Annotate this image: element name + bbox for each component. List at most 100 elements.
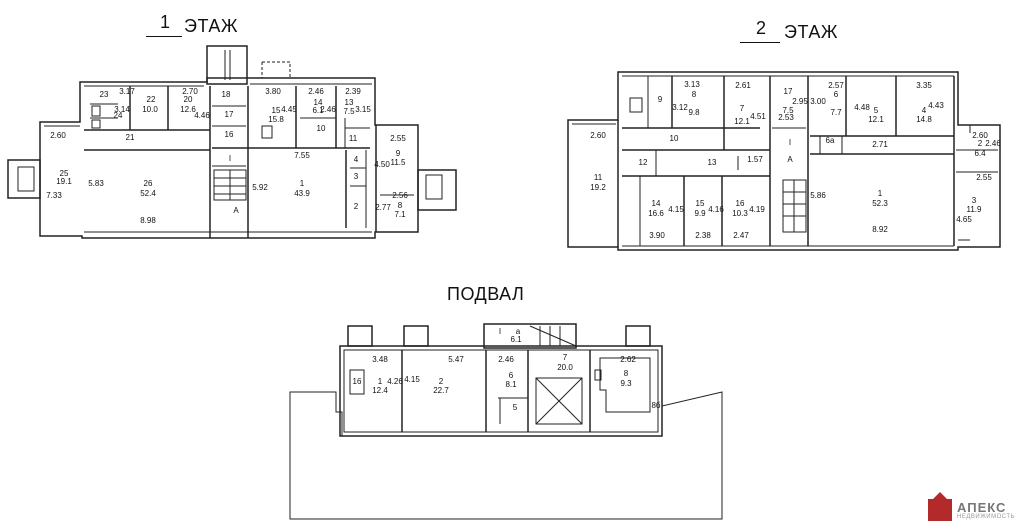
floor1-label: 19.1: [56, 177, 72, 186]
basement-label: 4.26: [387, 377, 403, 386]
floor1-label: 25: [60, 169, 69, 178]
floor1-number: 1: [160, 12, 171, 32]
floor2-label: 8.92: [872, 225, 888, 234]
floor2-label: 8: [692, 90, 697, 99]
floor1-label: 8: [398, 201, 403, 210]
floor2-label: 12.1: [734, 117, 750, 126]
floor2-label: 2.60: [590, 131, 606, 140]
floor2-label: 52.3: [872, 199, 888, 208]
floor1-label: 11: [349, 134, 358, 143]
floor1-label: 4.45: [281, 105, 297, 114]
floor1-plan: [7, 45, 457, 239]
floor2-label: 4.51: [750, 112, 766, 121]
floor1-label: 2.60: [50, 131, 66, 140]
floor2-label: 3: [972, 196, 977, 205]
floor1-label: 18: [222, 90, 231, 99]
floor2-label: I: [789, 138, 791, 147]
floor2-label: 11: [594, 173, 603, 182]
floor2-label: 10: [670, 134, 679, 143]
floor2-label: 19.2: [590, 183, 606, 192]
basement-label: 2.62: [620, 355, 636, 364]
basement-label: 1: [378, 377, 383, 386]
floor1-label: 4.50: [374, 160, 390, 169]
floor1-label: 22: [147, 95, 156, 104]
floor2-label: 7: [740, 104, 745, 113]
floor1-label: 20: [184, 95, 193, 104]
floor1-label: 10.0: [142, 105, 158, 114]
floor1-label: 2.70: [182, 87, 198, 96]
apex-logo: АПЕКС НЕДВИЖИМОСТЬ: [928, 492, 1015, 521]
floor2-label: 4.48: [854, 103, 870, 112]
house-icon: [928, 492, 953, 521]
floor1-label: 5.83: [88, 179, 104, 188]
floor2-label: 2.55: [976, 173, 992, 182]
basement-label: 9.3: [620, 379, 632, 388]
floor1-label: 2.39: [345, 87, 361, 96]
floor1-label: 3.17: [119, 87, 135, 96]
floor1-label: 3: [354, 172, 359, 181]
floor1-label: 26: [144, 179, 153, 188]
floor2-label: 2.61: [735, 81, 751, 90]
basement-label: 22.7: [433, 386, 449, 395]
floor1-label: 3.15: [355, 105, 371, 114]
floor1-label: 14: [314, 98, 323, 107]
floor2-label: А: [787, 155, 793, 164]
floor2-label: 10.3: [732, 209, 748, 218]
floor2-label: 3.13: [684, 80, 700, 89]
floor1-label: 7.33: [46, 191, 62, 200]
floor2-label: 16.6: [648, 209, 664, 218]
floor1-title: ЭТАЖ: [184, 16, 238, 36]
floor1-label: 2.46: [320, 105, 336, 114]
floor1-label: 9: [396, 149, 401, 158]
floor2-label: 4.19: [749, 205, 765, 214]
basement-label: 5.47: [448, 355, 464, 364]
basement-label: 20.0: [557, 363, 573, 372]
floor2-label: 17: [784, 87, 793, 96]
heading-underline: [740, 42, 780, 43]
floor1-label: 2.55: [390, 134, 406, 143]
floor2-label: 16: [736, 199, 745, 208]
floor2-label: 2.46: [985, 139, 1001, 148]
floor1-label: 52.4: [140, 189, 156, 198]
basement-label: 4.15: [404, 375, 420, 384]
floor1-label: 4.46: [194, 111, 210, 120]
floor2-label: 1.57: [747, 155, 763, 164]
floor2-label: 4.65: [956, 215, 972, 224]
floor2-label: 14.8: [916, 115, 932, 124]
floor2-label: 2.60: [972, 131, 988, 140]
floor1-label: 7.55: [294, 151, 310, 160]
basement-label: I: [499, 327, 501, 336]
basement-label: 12.4: [372, 386, 388, 395]
floor1-label: 13: [345, 98, 354, 107]
floor2-label: 3.12: [672, 103, 688, 112]
basement-label: 3.48: [372, 355, 388, 364]
basement-label: а: [516, 327, 521, 336]
floor2-label: 15: [696, 199, 705, 208]
floor2-label: 7.5: [782, 106, 794, 115]
basement-label: 8: [624, 369, 629, 378]
floor2-label: 5: [874, 106, 879, 115]
floor2-label: 6.4: [974, 149, 986, 158]
floor1-label: 16: [225, 130, 234, 139]
floor2-label: 9.9: [694, 209, 706, 218]
basement-title: ПОДВАЛ: [447, 284, 525, 304]
floor1-label: 2.77: [375, 203, 391, 212]
floor2-label: 5.86: [810, 191, 826, 200]
floor2-plan: [567, 71, 1001, 251]
floor2-label: 1: [878, 189, 883, 198]
floor2-label: 13: [708, 158, 717, 167]
basement-label: 6.1: [510, 335, 522, 344]
floor1-label: 23: [100, 90, 109, 99]
basement-label: 8б: [651, 401, 660, 410]
floor1-label: 3.14: [114, 105, 130, 114]
floor1-label: 3.80: [265, 87, 281, 96]
floor2-label: 4.16: [708, 205, 724, 214]
floor1-label: 8.98: [140, 216, 156, 225]
floor1-label: 2.46: [308, 87, 324, 96]
floor2-label: 6: [834, 90, 839, 99]
basement-label: 2: [439, 377, 444, 386]
floor1-label: 5.92: [252, 183, 268, 192]
floor1-label: 2.56: [392, 191, 408, 200]
